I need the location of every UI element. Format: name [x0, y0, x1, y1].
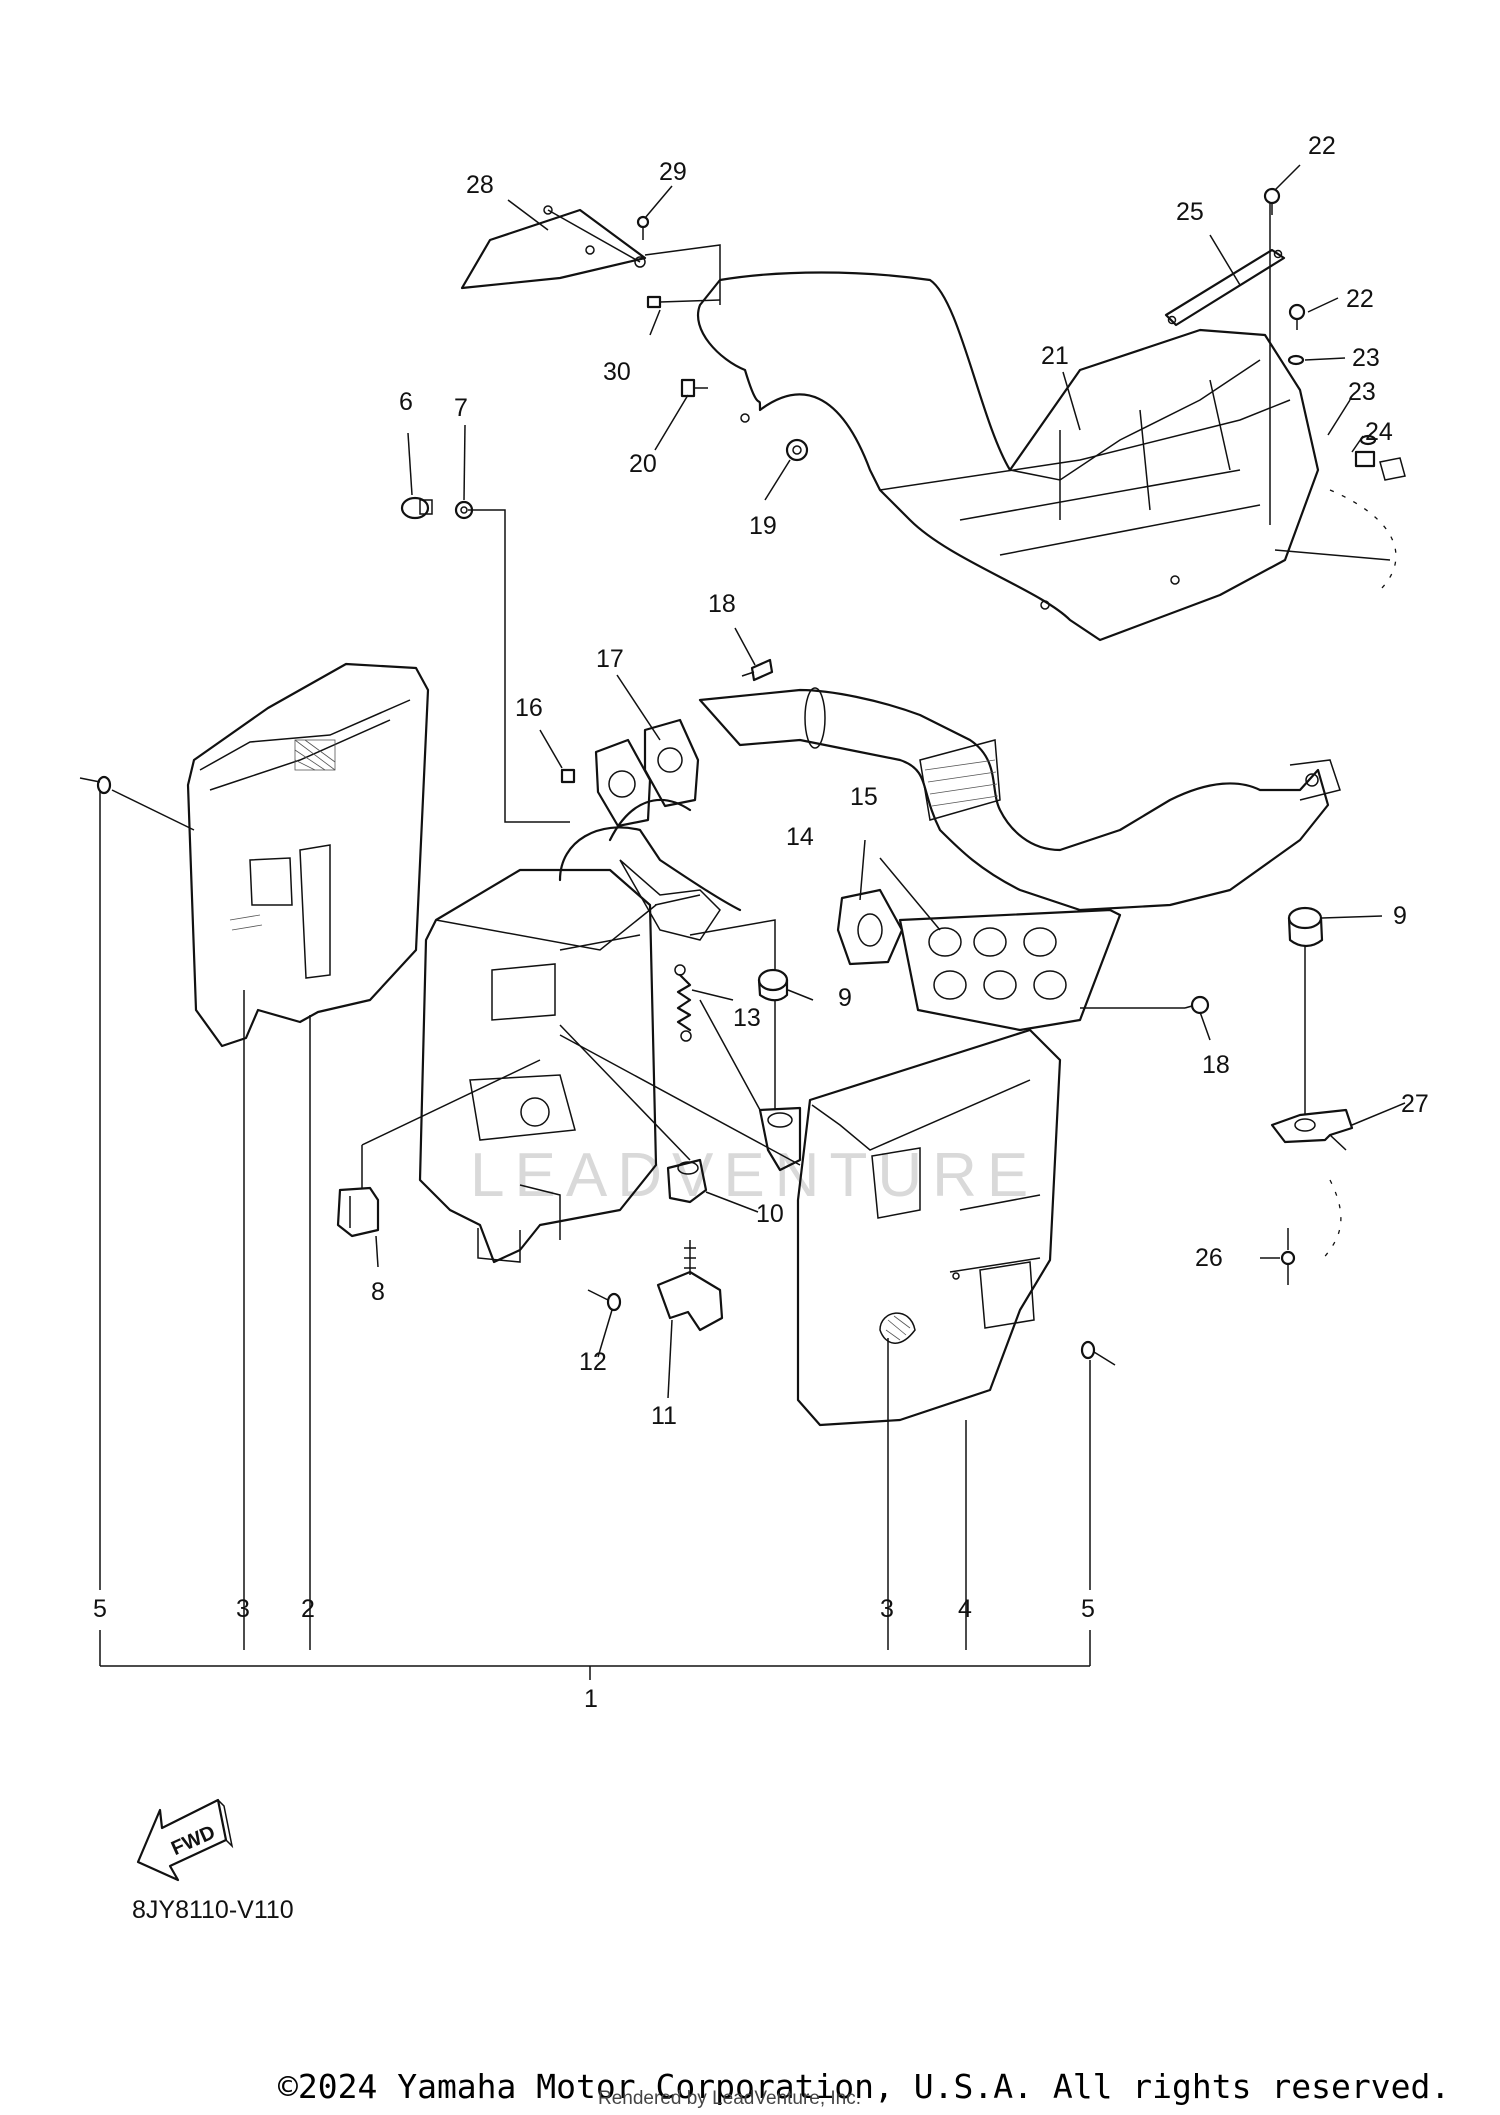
- part-25-stay[interactable]: [1164, 248, 1286, 327]
- mounting-bracket: [758, 1106, 802, 1172]
- callout-18-upper: 18: [708, 590, 736, 618]
- part-21-heat-protector[interactable]: [697, 271, 1320, 642]
- part-11-bracket[interactable]: [656, 1240, 724, 1332]
- part-22-bolt-mid[interactable]: [1288, 303, 1306, 330]
- callout-3-left: 3: [236, 1595, 250, 1623]
- callout-26: 26: [1195, 1244, 1223, 1272]
- part-9-damper-center[interactable]: [757, 968, 789, 1002]
- part-19-nut[interactable]: [785, 438, 809, 462]
- callout-20: 20: [629, 450, 657, 478]
- part-29-screw[interactable]: [636, 215, 650, 240]
- part-20-bolt[interactable]: [680, 378, 708, 398]
- callout-17: 17: [596, 645, 624, 673]
- callout-25: 25: [1176, 198, 1204, 226]
- part-5-grommet-left[interactable]: [79, 775, 112, 795]
- callout-4: 4: [958, 1595, 972, 1623]
- part-8-clip[interactable]: [336, 1186, 380, 1238]
- callout-22-mid: 22: [1346, 285, 1374, 313]
- callout-5-right: 5: [1081, 1595, 1095, 1623]
- callout-29: 29: [659, 158, 687, 186]
- callout-14: 14: [786, 823, 814, 851]
- muffler-inlet-pipe[interactable]: [558, 798, 742, 941]
- part-2-muffler-cover[interactable]: [186, 662, 430, 1048]
- part-18-bolt-upper[interactable]: [741, 658, 774, 682]
- callout-21: 21: [1041, 342, 1069, 370]
- fwd-arrow-icon: FWD: [136, 1798, 234, 1882]
- callout-30: 30: [603, 358, 631, 386]
- flange-gasket: [594, 738, 652, 828]
- callout-3-right: 3: [880, 1595, 894, 1623]
- callout-18-lower: 18: [1202, 1051, 1230, 1079]
- part-10-damper[interactable]: [666, 1158, 708, 1204]
- exhaust-pipe[interactable]: [698, 687, 1341, 912]
- part-12-rivet[interactable]: [587, 1289, 622, 1312]
- rendered-by-credit: Rendered by LeadVenture, Inc.: [598, 2088, 862, 2109]
- part-13-spring[interactable]: [674, 964, 692, 1042]
- part-15-exhaust-manifold[interactable]: [898, 908, 1122, 1032]
- muffler-body[interactable]: [418, 868, 658, 1264]
- callout-12: 12: [579, 1348, 607, 1376]
- callout-10: 10: [756, 1200, 784, 1228]
- callout-11: 11: [651, 1402, 677, 1430]
- callout-2: 2: [301, 1595, 315, 1623]
- callout-9-right: 9: [1393, 902, 1407, 930]
- figure-code: 8JY8110-V110: [132, 1896, 294, 1924]
- part-14-gasket[interactable]: [836, 888, 904, 966]
- callout-23-upper: 23: [1352, 344, 1380, 372]
- callout-13: 13: [733, 1004, 761, 1032]
- callout-28: 28: [466, 171, 494, 199]
- part-30-clip[interactable]: [646, 295, 662, 309]
- part-4-muffler-cover[interactable]: [796, 1028, 1062, 1427]
- part-17-gasket[interactable]: [643, 718, 700, 808]
- part-27-bracket[interactable]: [1270, 1108, 1354, 1151]
- callout-8: 8: [371, 1278, 385, 1306]
- callout-5-left: 5: [93, 1595, 107, 1623]
- callout-16: 16: [515, 694, 543, 722]
- part-9-damper-right[interactable]: [1287, 906, 1324, 948]
- callout-23-lower: 23: [1348, 378, 1376, 406]
- callout-15: 15: [850, 783, 878, 811]
- part-28-heat-plate[interactable]: [460, 205, 647, 290]
- copyright-notice: ©2024 Yamaha Motor Corporation, U.S.A. A…: [278, 2067, 1451, 2106]
- part-26-bolt[interactable]: [1280, 1250, 1296, 1285]
- part-6-bolt[interactable]: [400, 496, 433, 520]
- callout-7: 7: [454, 394, 468, 422]
- part-24-nut[interactable]: [1354, 450, 1406, 481]
- callout-9-center: 9: [838, 984, 852, 1012]
- leader-lines: [99, 164, 1406, 1680]
- callout-1: 1: [584, 1685, 598, 1713]
- callout-27: 27: [1401, 1090, 1429, 1118]
- part-16-nut[interactable]: [560, 768, 576, 784]
- callout-6: 6: [399, 388, 413, 416]
- callout-24: 24: [1365, 418, 1393, 446]
- callout-22-top: 22: [1308, 132, 1336, 160]
- watermark: LEADVENTURE: [470, 1141, 1038, 1210]
- part-23-collar-a[interactable]: [1287, 354, 1305, 366]
- part-22-bolt-top[interactable]: [1263, 187, 1281, 215]
- part-18-bolt-lower[interactable]: [1184, 995, 1210, 1015]
- callout-19: 19: [749, 512, 777, 540]
- part-5-grommet-right[interactable]: [1080, 1340, 1116, 1366]
